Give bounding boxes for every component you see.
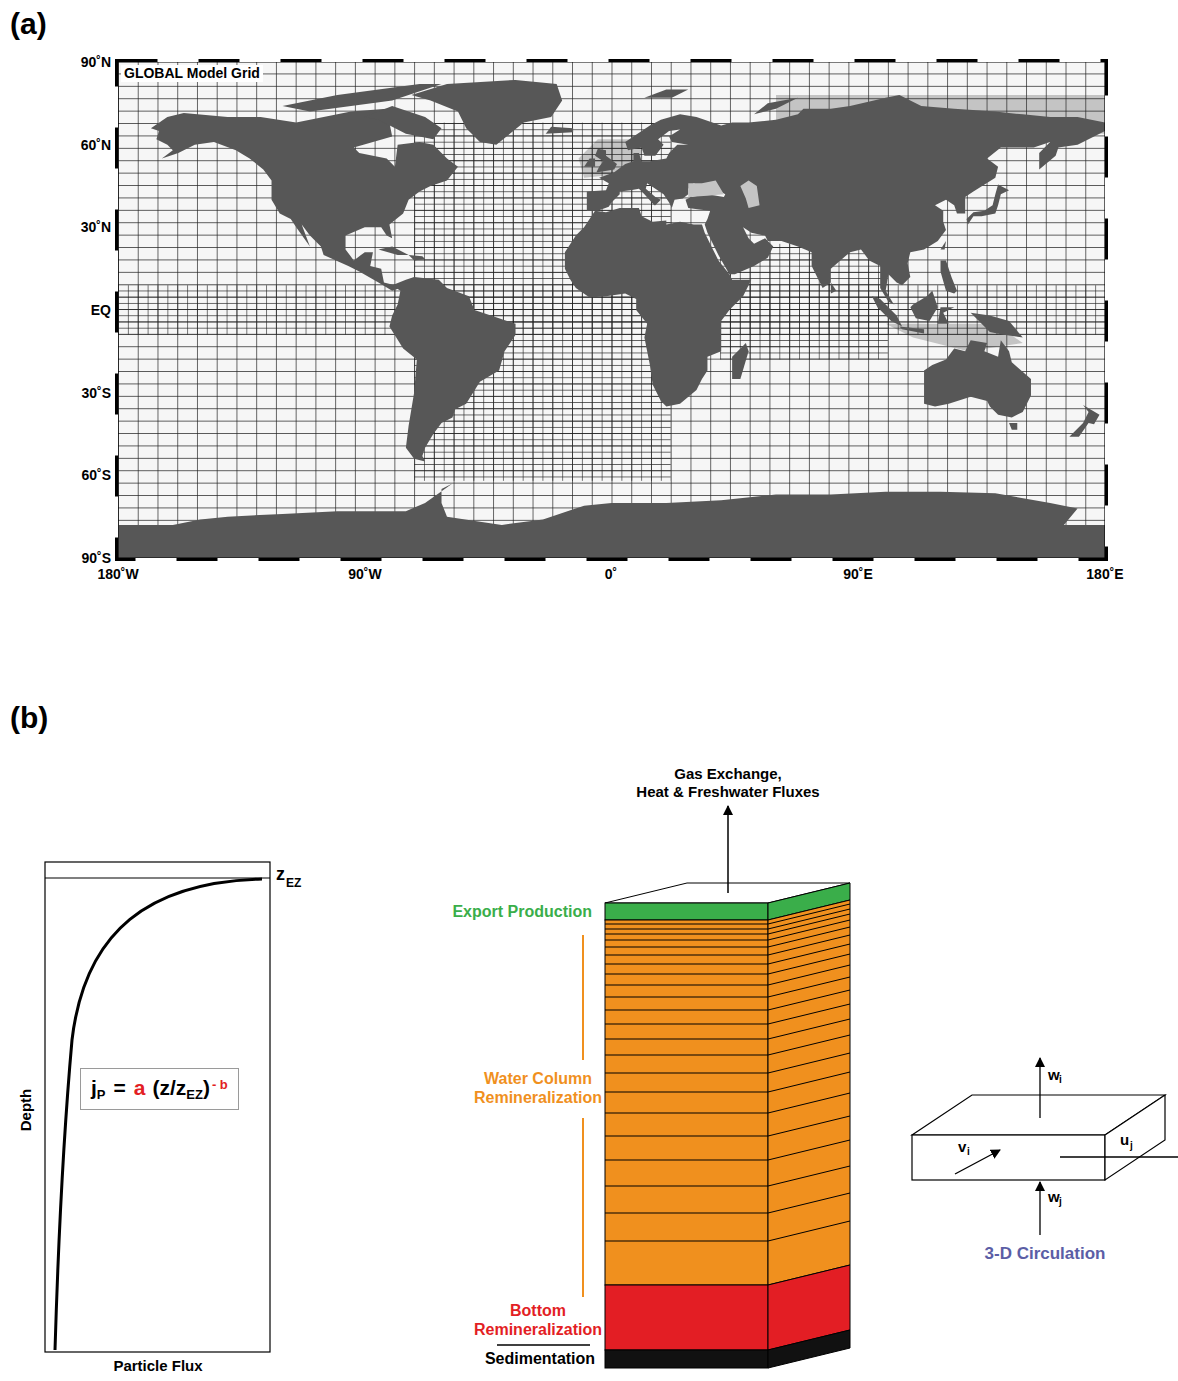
longitude-label: 90˚E xyxy=(843,566,873,583)
axis-label: Depth xyxy=(17,1089,35,1132)
velocity-subscript: i xyxy=(967,1146,970,1158)
sediment-layer xyxy=(605,1350,768,1368)
land xyxy=(924,340,1031,417)
flux-label: Gas Exchange, Heat & Freshwater Fluxes xyxy=(636,765,819,801)
cell-side xyxy=(1105,1095,1165,1180)
velocity-symbol: w xyxy=(1048,1188,1060,1206)
longitude-label: 180˚E xyxy=(1086,566,1123,583)
latitude-label: 90˚S xyxy=(81,550,111,567)
layer-label: Export Production xyxy=(452,902,592,921)
velocity-subscript: i xyxy=(1059,1074,1062,1086)
remin-bracket xyxy=(582,1118,584,1297)
formula-part: (z/z xyxy=(152,1076,186,1099)
formula-part: = xyxy=(114,1076,126,1099)
land xyxy=(732,343,748,379)
land xyxy=(118,484,1105,558)
layer-label: Bottom Remineralization xyxy=(474,1301,602,1339)
flux-curve xyxy=(55,879,262,1350)
velocity-subscript: j xyxy=(1130,1140,1133,1152)
circulation-label: 3-D Circulation xyxy=(985,1244,1106,1264)
land xyxy=(595,149,617,172)
land xyxy=(565,208,751,406)
longitude-label: 180˚W xyxy=(97,566,138,583)
land xyxy=(872,296,902,326)
land xyxy=(941,260,957,293)
depth-symbol: z xyxy=(276,864,285,886)
land xyxy=(389,277,515,462)
map-title: GLOBAL Model Grid xyxy=(121,65,263,82)
velocity-symbol: v xyxy=(958,1138,966,1156)
depth-subscript: EZ xyxy=(286,876,301,890)
remin-bracket xyxy=(582,935,584,1060)
remin-layer xyxy=(605,920,768,1285)
land xyxy=(1069,405,1099,437)
latitude-label: 30˚N xyxy=(81,219,111,236)
velocity-subscript: j xyxy=(1059,1196,1062,1208)
layer-label: Water Column Remineralization xyxy=(474,1069,602,1107)
formula-part: a xyxy=(134,1076,146,1099)
land xyxy=(118,80,1105,558)
arrow-wj xyxy=(1039,1182,1040,1235)
map-border-dashes xyxy=(117,61,1107,560)
formula-part: P xyxy=(97,1087,106,1102)
land xyxy=(378,247,408,255)
flux-arrow xyxy=(727,806,729,893)
model-grid xyxy=(118,62,1105,558)
formula-part: j xyxy=(91,1076,97,1099)
latitude-label: 30˚S xyxy=(81,385,111,402)
velocity-symbol: w xyxy=(1048,1066,1060,1084)
inland-sea xyxy=(740,180,759,208)
land xyxy=(644,90,688,98)
latitude-label: 90˚N xyxy=(81,54,111,71)
formula-part: ) xyxy=(203,1076,210,1099)
latitude-label: 60˚S xyxy=(81,467,111,484)
world-map xyxy=(118,62,1105,558)
formula-box: jP = a (z/zEZ)- b xyxy=(80,1068,239,1110)
land xyxy=(546,127,573,134)
land xyxy=(1009,423,1017,430)
layer-lines xyxy=(605,904,850,1241)
land xyxy=(910,291,937,321)
land xyxy=(151,109,458,291)
map-frame xyxy=(118,62,1105,558)
land xyxy=(941,241,946,249)
bottom-layer xyxy=(605,1285,768,1350)
plot-frame xyxy=(45,862,270,1352)
arrow-uj xyxy=(1060,1156,1178,1157)
land xyxy=(831,282,836,293)
map-body xyxy=(118,62,1105,558)
panel-letter: (a) xyxy=(10,6,47,42)
land xyxy=(409,255,425,261)
land xyxy=(283,84,442,112)
sediment-layer-side xyxy=(768,1330,850,1368)
land xyxy=(938,307,954,324)
land xyxy=(971,313,1023,338)
land xyxy=(899,327,924,334)
longitude-label: 90˚W xyxy=(348,566,381,583)
land xyxy=(754,98,798,115)
layer-label: Sedimentation xyxy=(485,1349,595,1368)
export-layer xyxy=(605,903,768,920)
grid-cell xyxy=(912,1095,1165,1180)
velocity-symbol: u xyxy=(1120,1131,1129,1149)
euphotic-line xyxy=(45,877,270,878)
panel-letter: (b) xyxy=(10,700,48,736)
latitude-label: EQ xyxy=(91,302,111,319)
remin-layer-side xyxy=(768,900,850,1285)
arrow-wi xyxy=(1039,1058,1040,1118)
land xyxy=(967,185,1009,225)
land xyxy=(584,158,595,166)
ocean xyxy=(118,62,1105,558)
land xyxy=(365,106,442,139)
latitude-label: 60˚N xyxy=(81,137,111,154)
water-column xyxy=(605,883,850,1368)
formula-part: - b xyxy=(212,1077,228,1092)
velocity-arrows xyxy=(955,1058,1178,1235)
sediment-rule xyxy=(497,1344,590,1346)
formula-part: EZ xyxy=(186,1087,203,1102)
axis-label: Particle Flux xyxy=(113,1357,202,1375)
longitude-label: 0˚ xyxy=(605,566,617,583)
inland-sea xyxy=(688,180,724,197)
